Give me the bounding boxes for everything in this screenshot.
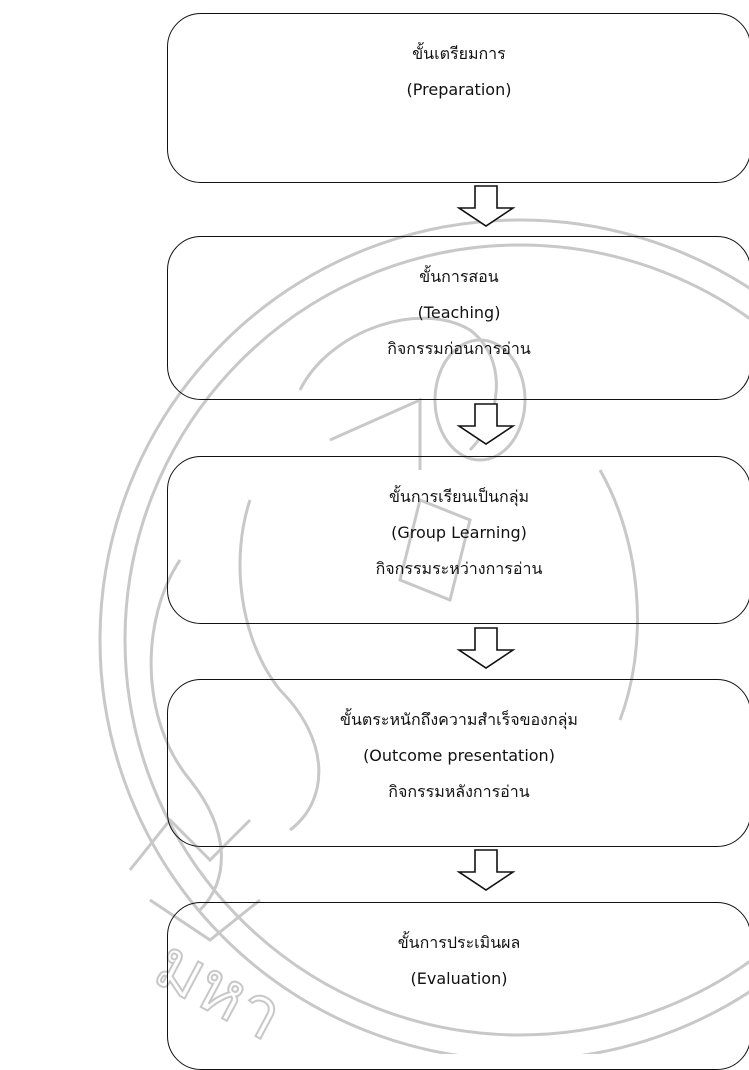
down-arrow-icon [456,185,516,227]
step-activity: กิจกรรมระหว่างการอ่าน [375,559,543,578]
step-title: ขั้นการสอน [419,267,499,286]
step-teaching: ขั้นการสอน (Teaching) กิจกรรมก่อนการอ่าน [167,236,749,400]
step-subtitle: (Outcome presentation) [363,746,555,765]
step-preparation: ขั้นเตรียมการ (Preparation) [167,13,749,183]
step-subtitle: (Group Learning) [391,523,527,542]
step-activity: กิจกรรมก่อนการอ่าน [387,339,531,358]
step-title: ขั้นตระหนักถึงความสำเร็จของกลุ่ม [340,710,578,729]
step-title: ขั้นการประเมินผล [397,933,521,952]
step-evaluation: ขั้นการประเมินผล (Evaluation) [167,902,749,1070]
step-subtitle: (Teaching) [417,303,501,322]
step-subtitle: (Evaluation) [410,969,508,988]
step-title: ขั้นการเรียนเป็นกลุ่ม [388,487,530,506]
down-arrow-icon [456,627,516,669]
down-arrow-icon [456,403,516,445]
step-outcome-presentation: ขั้นตระหนักถึงความสำเร็จของกลุ่ม (Outcom… [167,679,749,847]
step-subtitle: (Preparation) [406,80,512,99]
step-group-learning: ขั้นการเรียนเป็นกลุ่ม (Group Learning) ก… [167,456,749,624]
down-arrow-icon [456,849,516,891]
step-activity: กิจกรรมหลังการอ่าน [388,782,530,801]
step-title: ขั้นเตรียมการ [412,44,506,63]
